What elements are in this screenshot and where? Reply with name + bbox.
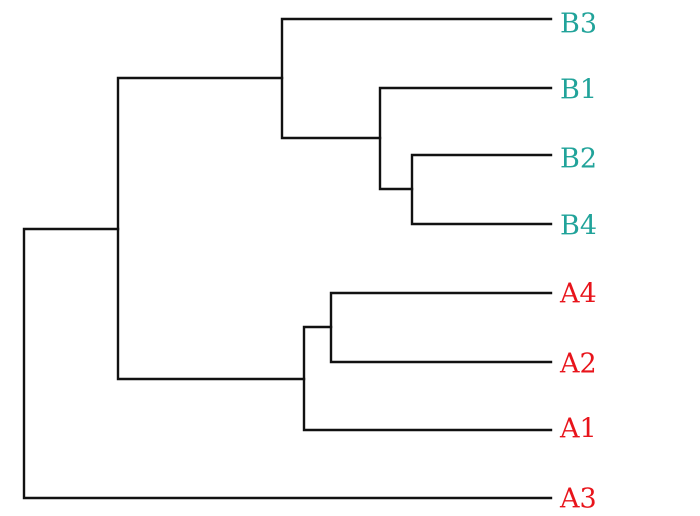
leaf-labels: B3 B1 B2 B4 A4 A2 A1 A3 — [559, 9, 597, 515]
leaf-label-a4: A4 — [559, 279, 597, 310]
leaf-label-a3: A3 — [559, 484, 597, 515]
leaf-label-a1: A1 — [559, 414, 597, 445]
branch-b2-b4 — [410, 153, 553, 226]
branch-root — [22, 227, 553, 500]
leaf-label-b1: B1 — [560, 75, 597, 106]
branch-a1 — [302, 325, 553, 432]
branch-b3 — [280, 17, 553, 140]
branch-b1 — [378, 86, 553, 191]
leaf-label-a2: A2 — [559, 349, 597, 380]
leaf-label-b3: B3 — [560, 9, 597, 40]
branch-a4-a2 — [329, 291, 553, 364]
leaf-label-b2: B2 — [560, 144, 597, 175]
dendrogram-branches — [22, 17, 553, 500]
leaf-label-b4: B4 — [560, 211, 597, 242]
branch-b-vs-a — [116, 76, 306, 381]
